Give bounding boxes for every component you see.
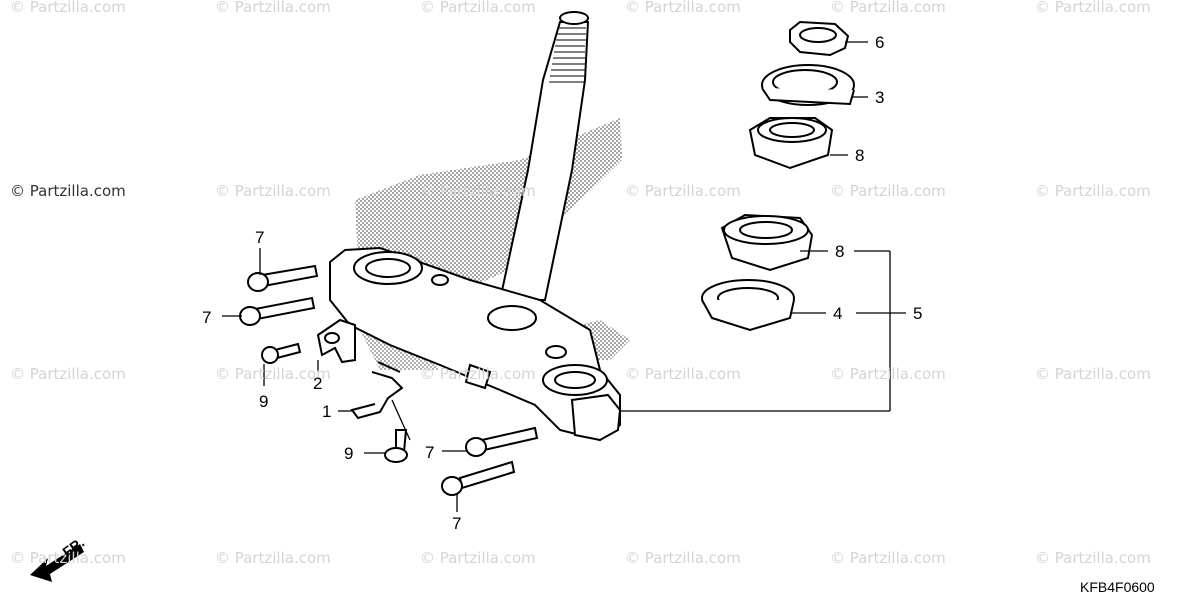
watermark: © Partzilla.com <box>830 549 946 567</box>
lower-triple-clamp <box>329 246 622 442</box>
watermark: © Partzilla.com <box>625 0 741 16</box>
watermark: © Partzilla.com <box>420 549 536 567</box>
steering-stem <box>498 11 590 301</box>
callout-9: 9 <box>259 392 269 411</box>
callout-4: 4 <box>833 304 843 323</box>
watermark: © Partzilla.com <box>1035 365 1151 383</box>
watermark: © Partzilla.com <box>10 365 126 383</box>
watermark: © Partzilla.com <box>830 365 946 383</box>
watermark: © Partzilla.com <box>215 549 331 567</box>
watermark: © Partzilla.com <box>420 365 536 383</box>
lower-bearing <box>720 213 814 272</box>
front-direction-arrow <box>30 544 84 582</box>
watermark: © Partzilla.com <box>215 0 331 16</box>
small-bolts <box>261 342 408 463</box>
callout-7: 7 <box>202 308 212 327</box>
leader-lines <box>222 41 906 512</box>
watermark: © Partzilla.com <box>1035 549 1151 567</box>
watermark: © Partzilla.com <box>830 182 946 200</box>
callout-8: 8 <box>855 146 865 165</box>
bracket <box>316 318 356 364</box>
watermark: © Partzilla.com <box>10 549 126 567</box>
watermark: © Partzilla.com <box>420 0 536 16</box>
upper-seal <box>761 64 855 106</box>
watermark: © Partzilla.com <box>215 182 331 200</box>
watermark: © Partzilla.com <box>625 365 741 383</box>
callout-8: 8 <box>835 242 845 261</box>
callout-6: 6 <box>875 33 885 52</box>
wire-clip <box>350 361 404 420</box>
watermark: © Partzilla.com <box>1035 182 1151 200</box>
watermark: © Partzilla.com <box>10 0 126 16</box>
watermark: © Partzilla.com <box>420 182 536 200</box>
upper-bearing <box>748 117 834 170</box>
callout-3: 3 <box>875 88 885 107</box>
callout-7: 7 <box>425 443 435 462</box>
callout-2: 2 <box>313 374 323 393</box>
callout-7: 7 <box>255 228 265 247</box>
watermark: © Partzilla.com <box>625 182 741 200</box>
callout-1: 1 <box>322 402 332 421</box>
watermark: © Partzilla.com <box>1035 0 1151 16</box>
watermark: © Partzilla.com <box>215 365 331 383</box>
callout-9: 9 <box>344 444 354 463</box>
callout-7: 7 <box>452 514 462 533</box>
flange-bolts <box>239 264 539 496</box>
watermark: © Partzilla.com <box>830 0 946 16</box>
lower-seal <box>701 279 795 332</box>
diagram-code: KFB4F0600 <box>1080 579 1155 595</box>
watermark: © Partzilla.com <box>10 182 126 200</box>
watermark: © Partzilla.com <box>625 549 741 567</box>
callout-5: 5 <box>913 304 923 323</box>
lock-nut <box>789 20 850 57</box>
